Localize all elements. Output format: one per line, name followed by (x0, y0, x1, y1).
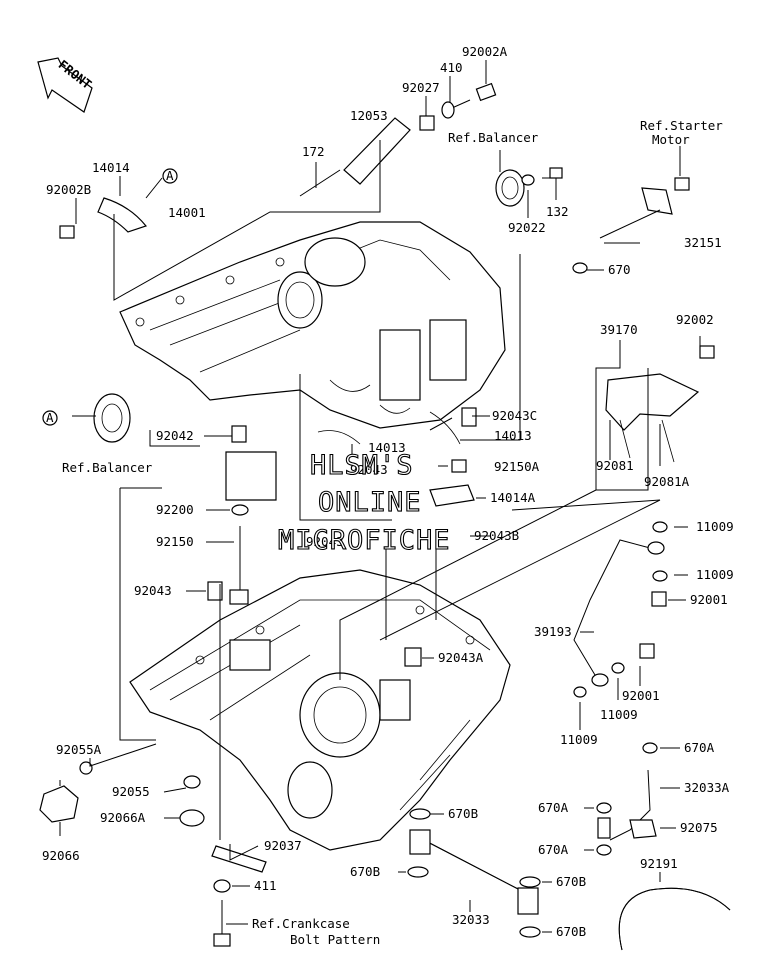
label-ref-starter-2: Motor (652, 132, 690, 147)
label-92075: 92075 (680, 820, 718, 835)
label-14014: 14014 (92, 160, 130, 175)
label-132: 132 (546, 204, 569, 219)
label-92002: 92002 (676, 312, 714, 327)
label-ref-crankcase-1: Ref.Crankcase (252, 916, 350, 931)
label-92027: 92027 (402, 80, 440, 95)
label-411: 411 (254, 878, 277, 893)
label-32033A: 32033A (684, 780, 730, 795)
label-39170: 39170 (600, 322, 638, 337)
label-92043-top: 92043 (350, 462, 388, 477)
label-92043B: 92043B (474, 528, 519, 543)
label-92191: 92191 (640, 856, 678, 871)
label-410: 410 (440, 60, 463, 75)
label-39193: 39193 (534, 624, 572, 639)
label-92150: 92150 (156, 534, 194, 549)
watermark-line-3: MICROFICHE (278, 525, 451, 556)
label-14013-right: 14013 (494, 428, 532, 443)
label-ref-starter-1: Ref.Starter (640, 118, 723, 133)
label-92002B: 92002B (46, 182, 91, 197)
label-92042: 92042 (156, 428, 194, 443)
part-labels: 92002A 410 92027 12053 172 Ref.Balancer … (42, 44, 734, 947)
label-92043-left: 92043 (134, 583, 172, 598)
label-92066: 92066 (42, 848, 80, 863)
upper-crankcase-illustration (119, 221, 506, 429)
label-92043A: 92043A (438, 650, 484, 665)
label-670B-2: 670B (350, 864, 380, 879)
label-11009-c: 11009 (600, 707, 638, 722)
label-92043-mid: 92043 (306, 534, 344, 549)
label-670B-1: 670B (448, 806, 478, 821)
label-11009-a: 11009 (696, 519, 734, 534)
label-670: 670 (608, 262, 631, 277)
label-14001: 14001 (168, 205, 206, 220)
label-670A-3: 670A (538, 842, 569, 857)
leader-lines (42, 60, 701, 933)
label-ref-balancer-top: Ref.Balancer (448, 130, 539, 145)
label-92043C: 92043C (492, 408, 537, 423)
label-11009-d: 11009 (560, 732, 598, 747)
label-670B-4: 670B (556, 924, 586, 939)
label-92066A: 92066A (100, 810, 146, 825)
label-92002A: 92002A (462, 44, 508, 59)
label-92200: 92200 (156, 502, 194, 517)
label-32033: 32033 (452, 912, 490, 927)
label-ref-crankcase-2: Bolt Pattern (290, 932, 380, 947)
label-670A-2: 670A (538, 800, 569, 815)
label-32151: 32151 (684, 235, 722, 250)
front-arrow-icon: FRONT (37, 57, 95, 113)
label-92037: 92037 (264, 838, 302, 853)
label-92055A: 92055A (56, 742, 102, 757)
label-11009-b: 11009 (696, 567, 734, 582)
label-14013-left: 14013 (368, 440, 406, 455)
callout-a-left: A (46, 410, 54, 425)
watermark-line-2: ONLINE (318, 487, 422, 518)
label-14014A: 14014A (490, 490, 536, 505)
small-parts (39, 82, 731, 951)
callout-a-top: A (166, 168, 174, 183)
watermark-line-1: HLSM'S (310, 450, 414, 481)
label-92022: 92022 (508, 220, 546, 235)
label-12053: 12053 (350, 108, 388, 123)
watermark: HLSM'S ONLINE MICROFICHE (277, 449, 451, 556)
lower-crankcase-illustration (129, 569, 511, 851)
label-172: 172 (302, 144, 325, 159)
label-92081: 92081 (596, 458, 634, 473)
label-92081A: 92081A (644, 474, 690, 489)
label-92001-a: 92001 (690, 592, 728, 607)
label-92150A: 92150A (494, 459, 540, 474)
label-ref-balancer-left: Ref.Balancer (62, 460, 153, 475)
label-670A-1: 670A (684, 740, 715, 755)
label-92001-b: 92001 (622, 688, 660, 703)
label-670B-3: 670B (556, 874, 586, 889)
label-92055: 92055 (112, 784, 150, 799)
